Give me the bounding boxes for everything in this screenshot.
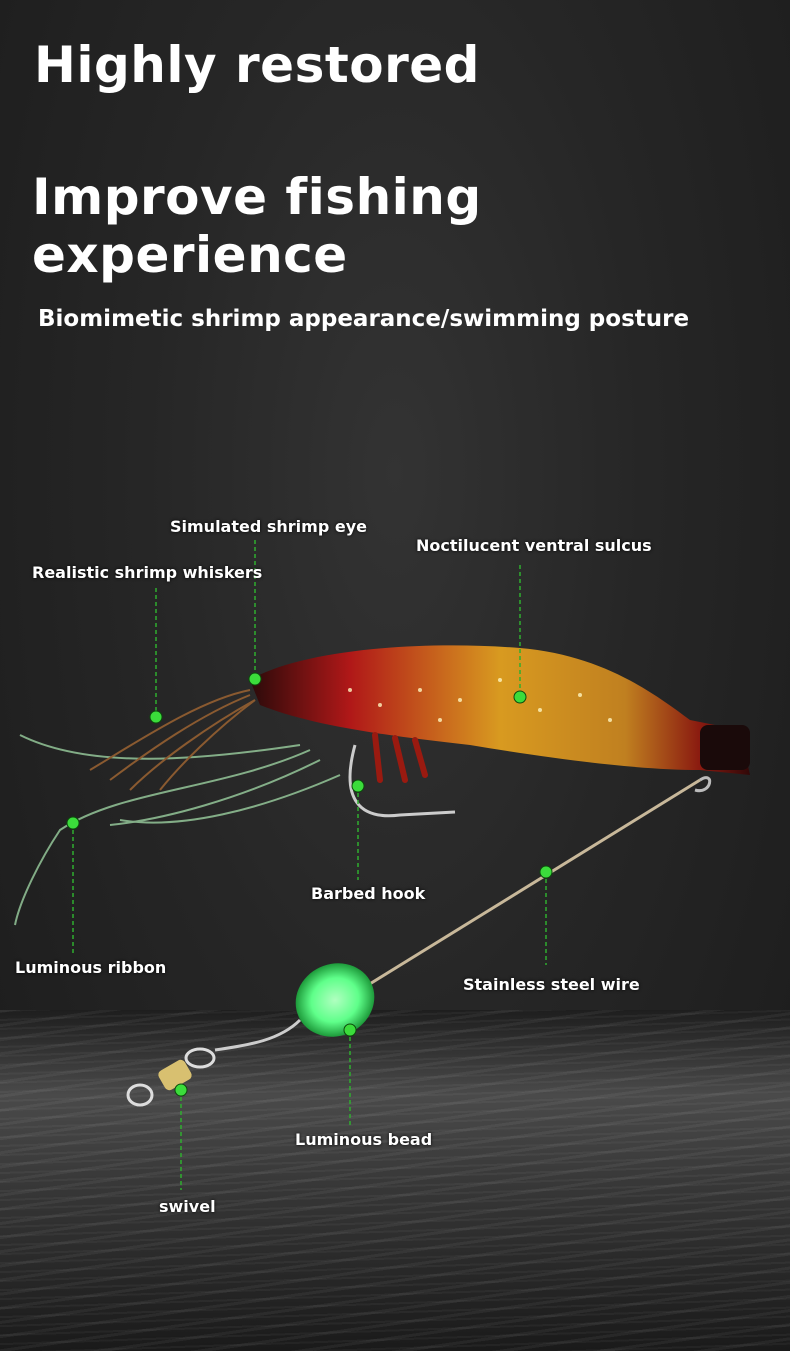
luminous-bead [295,963,375,1037]
hook-marker [351,779,365,793]
page-subtitle: Improve fishing experience [32,168,482,284]
callout-eye: Simulated shrimp eye [170,517,367,536]
steel-wire [359,778,701,992]
luminous-ribbon [14,734,341,926]
callout-swivel: swivel [159,1197,216,1216]
swivel [126,1018,302,1107]
wire-marker [539,865,553,879]
water-background [0,1010,790,1351]
page-title: Highly restored [34,36,480,94]
barbed-hook [348,744,456,818]
sulcus-marker [513,690,527,704]
swivel-marker [174,1083,188,1097]
ribbon-marker [66,816,80,830]
callout-whiskers: Realistic shrimp whiskers [32,563,263,582]
callout-hook: Barbed hook [311,884,426,903]
shrimp-body [250,645,750,775]
tagline: Biomimetic shrimp appearance/swimming po… [38,306,690,332]
whiskers-marker [149,710,163,724]
eye-marker [248,672,262,686]
callout-wire: Stainless steel wire [463,975,640,994]
callout-sulcus: Noctilucent ventral sulcus [416,536,652,555]
callout-ribbon: Luminous ribbon [15,958,167,977]
callout-bead: Luminous bead [295,1130,433,1149]
bead-marker [343,1023,357,1037]
shrimp-whiskers [89,689,256,791]
leader-lines [72,540,547,1190]
